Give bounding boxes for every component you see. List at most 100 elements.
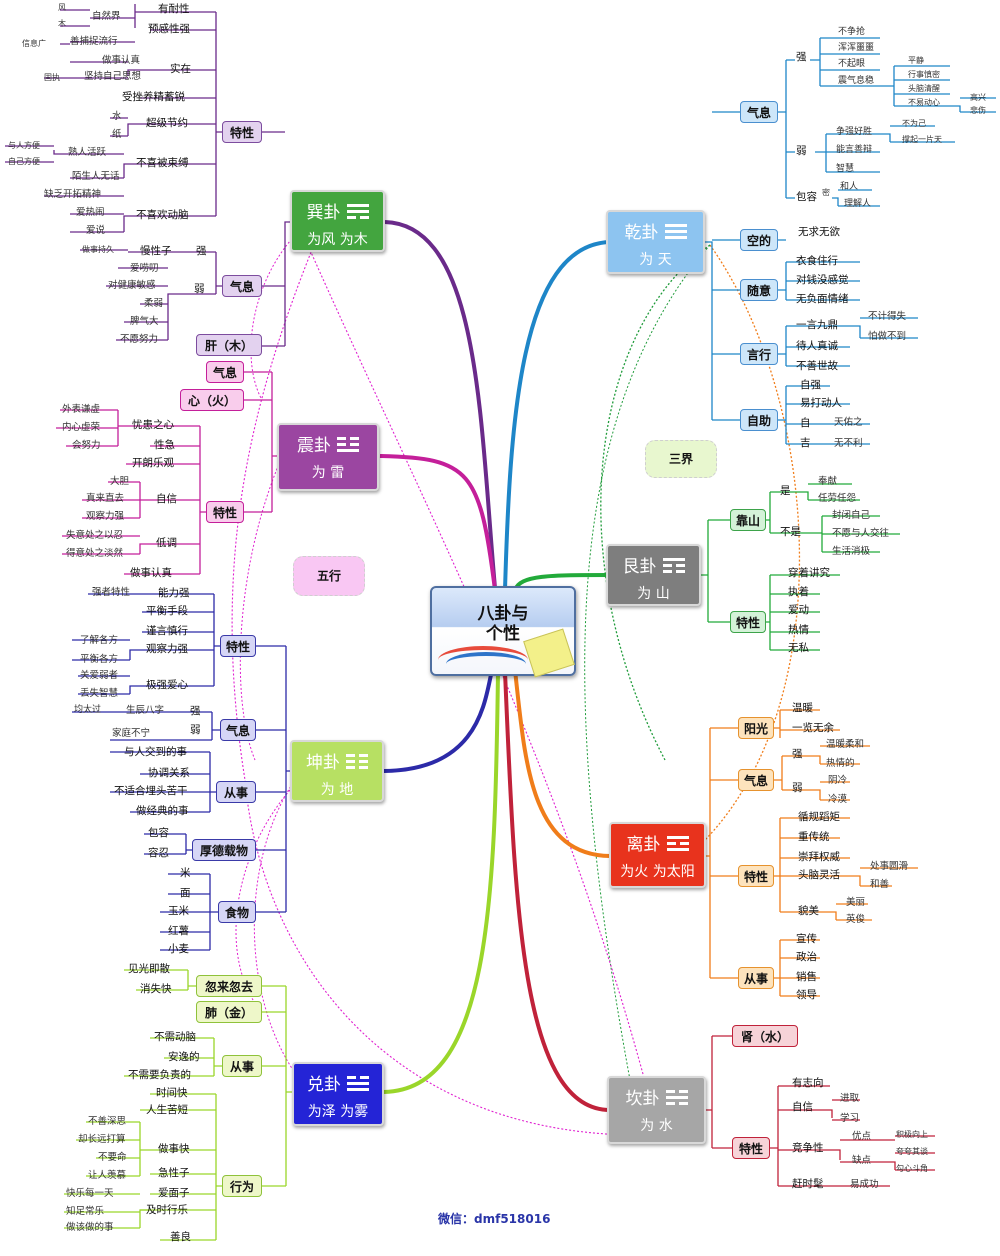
hub-gen-sub: 为 山: [637, 586, 670, 602]
leaf: 不易动心: [908, 98, 940, 107]
hub-kan-sub: 为 水: [640, 1118, 673, 1134]
hub-kun[interactable]: 坤卦 为 地: [290, 740, 384, 802]
hub-zhen[interactable]: 震卦 为 雷: [277, 423, 379, 491]
leaf: 吉: [800, 437, 811, 449]
trigram-gen-icon: [662, 558, 685, 574]
leaf: 自信: [792, 1101, 813, 1113]
leaf: 柔弱: [144, 298, 164, 309]
leaf: 撑起一片天: [902, 135, 942, 144]
leaf: 不起眼: [838, 59, 866, 69]
node-zizhu[interactable]: 自助: [740, 409, 778, 431]
hub-xun-sub: 为风 为木: [307, 232, 368, 248]
node-shiwu[interactable]: 食物: [218, 901, 256, 923]
leaf: 对钱没感觉: [796, 274, 849, 286]
leaf: 红薯: [168, 925, 189, 937]
node-qixi-li[interactable]: 气息: [738, 769, 774, 791]
leaf: 缺点: [852, 1155, 872, 1166]
leaf: 不是: [780, 526, 801, 538]
node-congshi-dui[interactable]: 从事: [222, 1055, 262, 1077]
leaf: 协调关系: [148, 767, 190, 779]
leaf: 自然界: [92, 11, 121, 22]
leaf: 不善世故: [796, 360, 838, 372]
leaf: 做该做的事: [66, 1222, 114, 1233]
wuxing-cloud: 五行: [293, 556, 365, 596]
hub-kun-sub: 为 地: [320, 782, 354, 798]
leaf: 任劳任怨: [818, 493, 857, 504]
leaf: 政治: [796, 951, 817, 963]
node-huilai[interactable]: 忽来忽去: [196, 975, 262, 997]
leaf: 坚持自己思想: [84, 71, 142, 82]
leaf: 真来直去: [86, 493, 125, 504]
node-qixi-zhen[interactable]: 气息: [206, 361, 244, 383]
node-xin[interactable]: 心（火）: [180, 389, 244, 411]
leaf: 循规蹈矩: [798, 811, 840, 823]
leaf: 急性子: [158, 1167, 190, 1179]
leaf: 有耐性: [158, 3, 190, 15]
footer-wechat: 微信：dmf518016: [438, 1212, 551, 1226]
leaf: 了解各方: [80, 635, 119, 646]
leaf: 不适合埋头苦干: [114, 785, 188, 797]
leaf: 容忍: [148, 847, 169, 859]
node-texing-gen[interactable]: 特性: [730, 611, 766, 633]
node-suiyi[interactable]: 随意: [740, 279, 778, 301]
node-congshi-li[interactable]: 从事: [738, 967, 774, 989]
leaf: 弱: [194, 283, 205, 295]
leaf: 无求无欲: [798, 226, 840, 238]
leaf: 信息广: [22, 39, 46, 48]
leaf: 处事圆滑: [870, 861, 909, 872]
hub-dui[interactable]: 兑卦 为泽 为雾: [292, 1062, 384, 1126]
node-texing-kan[interactable]: 特性: [732, 1137, 770, 1159]
leaf: 消失快: [140, 983, 172, 995]
trigram-zhen-icon: [337, 437, 359, 453]
leaf: 面: [180, 887, 191, 899]
leaf: 观察力强: [86, 511, 125, 522]
node-kaoshan[interactable]: 靠山: [730, 509, 766, 531]
trigram-li-icon: [666, 836, 689, 852]
leaf: 强: [196, 245, 207, 257]
hub-gen[interactable]: 艮卦 为 山: [606, 544, 701, 606]
node-texing-xun[interactable]: 特性: [222, 121, 262, 143]
node-yangguang[interactable]: 阳光: [738, 717, 774, 739]
leaf: 震气息稳: [838, 76, 875, 86]
node-shen[interactable]: 肾（水）: [732, 1025, 798, 1047]
hub-qian[interactable]: 乾卦 为 天: [606, 210, 705, 274]
node-texing-zhen[interactable]: 特性: [206, 501, 244, 523]
leaf: 不喜被束缚: [136, 157, 189, 169]
node-kongde[interactable]: 空的: [740, 229, 778, 251]
node-qixi-xun[interactable]: 气息: [222, 275, 262, 297]
node-houde[interactable]: 厚德载物: [192, 839, 256, 861]
node-congshi-kun[interactable]: 从事: [216, 781, 256, 803]
leaf: 一言九鼎: [796, 319, 838, 331]
leaf: 对健康敏感: [108, 280, 156, 291]
hub-xun-name: 巽卦: [306, 203, 341, 223]
node-xingwei[interactable]: 行为: [222, 1175, 262, 1197]
leaf: 做经典的事: [136, 805, 189, 817]
leaf: 自己方便: [8, 157, 40, 166]
node-qixi-kun[interactable]: 气息: [220, 719, 256, 741]
leaf: 销售: [796, 971, 817, 983]
leaf: 执着: [788, 586, 809, 598]
node-gan[interactable]: 肝（木）: [196, 334, 262, 356]
hub-qian-name: 乾卦: [624, 223, 659, 243]
node-yanxing[interactable]: 言行: [740, 343, 778, 365]
leaf: 勾心斗角: [896, 1164, 928, 1173]
node-texing-kun[interactable]: 特性: [220, 635, 256, 657]
hub-dui-name: 兑卦: [307, 1075, 341, 1095]
node-fei[interactable]: 肺（金）: [196, 1001, 262, 1023]
node-texing-li[interactable]: 特性: [738, 865, 774, 887]
hub-kun-name: 坤卦: [306, 753, 340, 773]
central-topic[interactable]: 八卦与个性: [430, 586, 576, 678]
leaf: 善捕捉流行: [70, 36, 118, 47]
node-qixi-qian[interactable]: 气息: [740, 101, 778, 123]
leaf: 缺乏开拓精神: [44, 189, 102, 200]
central-title: 八卦与个性: [477, 604, 529, 644]
leaf: 阴冷: [828, 775, 848, 786]
leaf: 优点: [852, 1131, 872, 1142]
leaf: 忧患之心: [132, 419, 174, 431]
leaf: 不善深思: [88, 1116, 127, 1127]
hub-li[interactable]: 离卦 为火 为太阳: [609, 822, 706, 888]
hub-xun[interactable]: 巽卦 为风 为木: [290, 190, 385, 252]
hub-kan[interactable]: 坎卦 为 水: [607, 1076, 706, 1144]
leaf: 易成功: [850, 1179, 879, 1190]
trigram-dui-icon: [347, 1076, 369, 1092]
